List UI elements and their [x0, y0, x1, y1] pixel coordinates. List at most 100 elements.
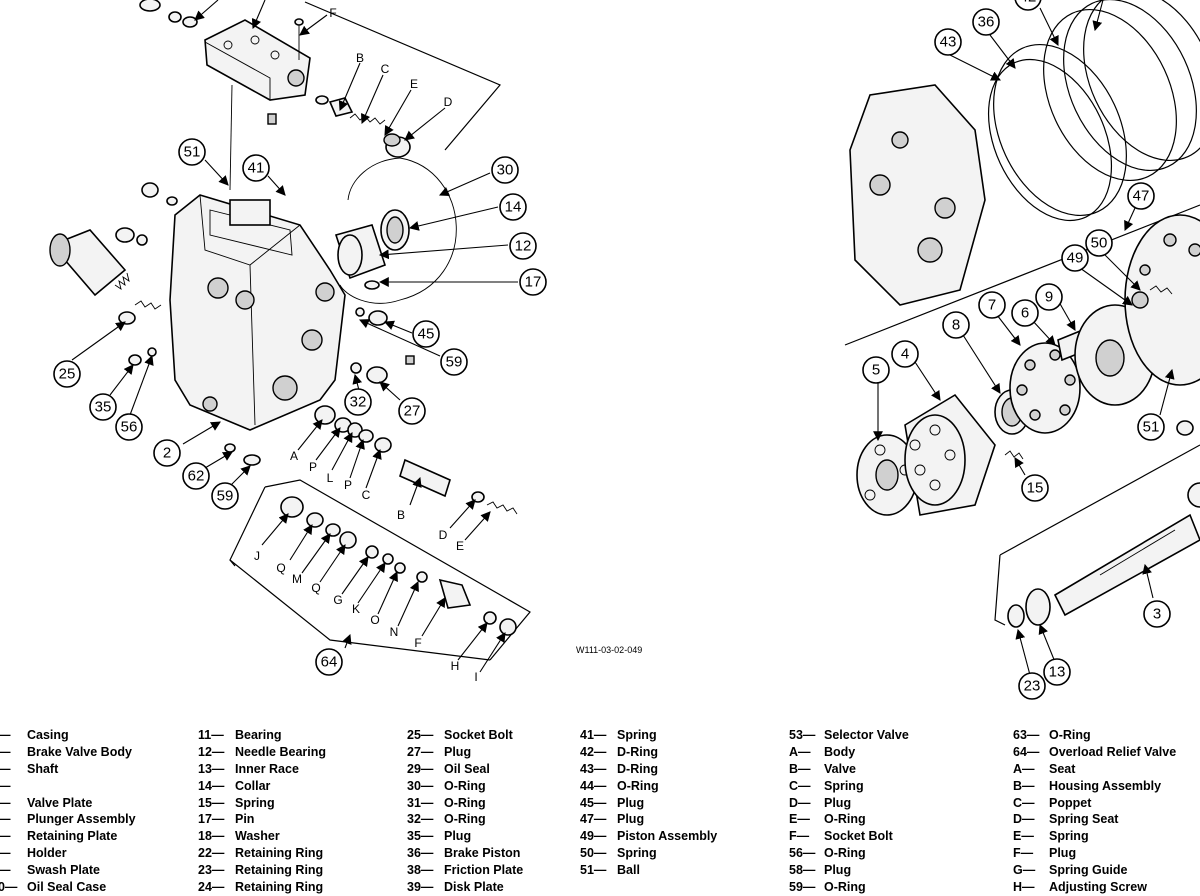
callout-3: 3: [1143, 600, 1171, 628]
legend-row: 24—Retaining Ring: [198, 879, 398, 896]
callout-25: 25: [53, 360, 81, 388]
legend-row: 42—D-Ring: [580, 744, 785, 761]
legend-key: 35—: [407, 829, 434, 844]
label-J: J: [254, 549, 260, 563]
legend-description: Adjusting Screw: [1049, 880, 1147, 895]
legend-key: 58—: [789, 863, 816, 878]
legend-row: 17— Pin: [198, 811, 398, 828]
label-L: L: [327, 471, 334, 485]
label-Q: Q: [276, 561, 285, 575]
legend-row: D—Plug: [789, 795, 1009, 812]
label-B: B: [356, 51, 364, 65]
legend-description: Spring Seat: [1049, 812, 1119, 827]
legend-key: 43—: [580, 761, 607, 776]
legend-description: O-Ring: [824, 812, 866, 827]
legend-row: 1— Casing: [0, 727, 190, 744]
callout-14: 14: [499, 193, 527, 221]
legend-key: 51—: [580, 863, 607, 878]
callout-2: 2: [153, 439, 181, 467]
legend-description: Inner Race: [235, 761, 299, 776]
svg-text:2: 2: [163, 445, 171, 462]
legend-description: Brake Valve Body: [27, 744, 132, 759]
legend-key: 9—: [0, 862, 21, 879]
legend-key: 1—: [0, 727, 21, 744]
legend-row: C—Spring: [789, 778, 1009, 795]
legend-key: 49—: [580, 829, 607, 844]
legend-key: 15—: [198, 795, 225, 810]
label-D2: D: [439, 528, 448, 542]
callout-64: 64: [315, 648, 343, 676]
svg-text:5: 5: [872, 362, 880, 379]
legend-description: Body: [824, 744, 856, 759]
legend-description: Swash Plate: [27, 863, 100, 878]
legend-row: C—Poppet: [1013, 795, 1200, 812]
svg-text:15: 15: [1027, 480, 1044, 497]
legend-description: Selector Valve: [824, 728, 909, 742]
legend-description: Valve Plate: [27, 795, 93, 810]
legend-description: Plug: [1049, 846, 1077, 861]
legend-row: 14—Collar: [198, 778, 398, 795]
legend-key: 12—: [198, 744, 225, 759]
legend-description: Valve: [824, 761, 856, 776]
legend-key: 14—: [198, 778, 225, 793]
svg-text:59: 59: [446, 354, 463, 371]
svg-text:35: 35: [95, 399, 112, 416]
legend-row: 43—D-Ring: [580, 761, 785, 778]
legend-description: Spring: [235, 795, 275, 810]
legend-key: 29—: [407, 761, 434, 776]
legend-description: Brake Piston: [444, 846, 521, 861]
legend-description: Spring: [617, 846, 657, 861]
legend-key: 59—: [789, 880, 816, 895]
legend-key: 11—: [198, 728, 224, 742]
label-P: P: [309, 460, 317, 474]
legend-description: Plug: [617, 812, 645, 827]
svg-text:50: 50: [1091, 235, 1108, 252]
legend-row: 6—Plunger Assembly: [0, 811, 190, 828]
svg-text:9: 9: [1045, 289, 1053, 306]
legend-row: E—Spring: [1013, 828, 1200, 845]
legend-description: Retaining Ring: [235, 863, 324, 878]
legend-row: D—Spring Seat: [1013, 811, 1200, 828]
legend-row: 64—Overload Relief Valve: [1013, 744, 1200, 761]
svg-text:25: 25: [59, 366, 76, 383]
parts-legend: 1—Casing2—Brake Valve Body3—Shaft4—5—Val…: [0, 727, 1200, 894]
leader-lines: [71, 0, 1175, 676]
label-A: A: [290, 449, 298, 463]
legend-description: Housing Assembly: [1049, 778, 1162, 793]
svg-text:64: 64: [321, 654, 338, 671]
legend-key: 41—: [580, 728, 607, 742]
svg-text:27: 27: [404, 403, 421, 420]
legend-key: 27—: [407, 744, 434, 759]
label-G: G: [333, 593, 342, 607]
svg-text:14: 14: [505, 199, 522, 216]
legend-row: 44—O-Ring: [580, 778, 785, 795]
legend-description: Pin: [235, 812, 255, 827]
legend-description: Poppet: [1049, 795, 1092, 810]
callout-41: 41: [242, 154, 270, 182]
svg-text:23: 23: [1024, 678, 1041, 695]
legend-key: 42—: [580, 744, 607, 759]
legend-row: 63—O-Ring: [1013, 727, 1200, 744]
legend-description: Casing: [27, 728, 69, 742]
legend-row: 3—Shaft: [0, 761, 190, 778]
legend-row: 11—Bearing: [198, 727, 398, 744]
legend-description: O-Ring: [824, 880, 866, 895]
callout-36: 36: [972, 8, 1000, 36]
legend-key: E—: [1013, 829, 1034, 844]
legend-description: Socket Bolt: [444, 728, 513, 742]
legend-row: H—Adjusting Screw: [1013, 879, 1200, 896]
legend-row: 27—Plug: [407, 744, 577, 761]
legend-row: 35—Plug: [407, 828, 577, 845]
legend-key: 56—: [789, 846, 816, 861]
label-N: N: [390, 625, 399, 639]
callout-59: 59: [440, 348, 468, 376]
legend-description: Plunger Assembly: [27, 812, 136, 827]
legend-key: 64—: [1013, 744, 1040, 759]
legend-key: 50—: [580, 846, 607, 861]
legend-key: 17—: [198, 812, 225, 827]
legend-key: 45—: [580, 795, 607, 810]
callout-56: 56: [115, 413, 143, 441]
